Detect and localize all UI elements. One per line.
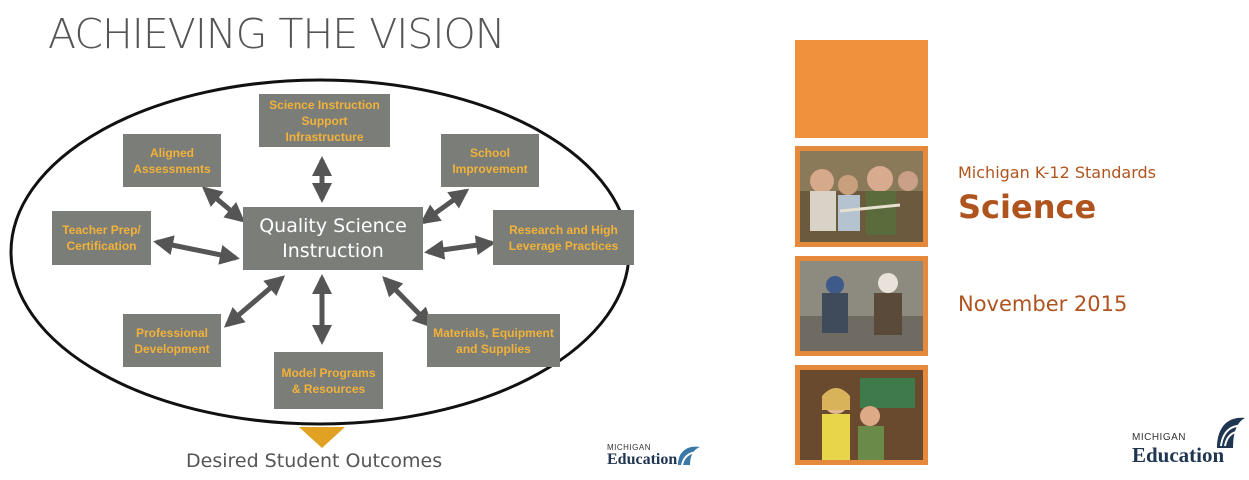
cover-date: November 2015 [958,292,1128,316]
cover-photo-3 [795,365,928,465]
node-assessments: Aligned Assessments [123,134,221,187]
mde-logo-right: MICHIGAN Education [1132,412,1247,468]
node-school-improvement: School Improvement [441,134,539,187]
node-teacher-prep: Teacher Prep/ Certification [52,211,151,265]
cover-subtitle: Michigan K-12 Standards [958,163,1156,182]
arrow-school-improvement [419,188,470,225]
logo-name-text: Education [607,451,678,468]
outcome-arrow [299,427,345,448]
node-model-programs: Model Programs & Resources [274,352,383,409]
cover-title: Science [958,188,1097,226]
students-photo-icon [800,151,923,242]
field-study-photo-icon [800,261,923,351]
classroom-photo-icon [800,370,923,460]
slide-title: ACHIEVING THE VISION [48,10,505,58]
arrow-assessments [201,186,246,223]
arrow-professional-dev [223,275,286,328]
node-research: Research and High Leverage Practices [493,210,634,265]
logo-state-text: MICHIGAN [1132,432,1186,443]
logo-state-text: MICHIGAN [607,443,651,452]
arrow-teacher-prep [153,235,240,265]
logo-name-text: Education [1132,443,1225,467]
arrow-materials [382,276,433,328]
node-infrastructure: Science Instruction Support Infrastructu… [259,94,390,147]
node-professional-dev: Professional Development [123,314,221,367]
center-box: Quality Science Instruction [243,207,423,270]
outcome-label: Desired Student Outcomes [186,450,443,472]
michigan-emblem-icon [678,446,701,466]
cover-photo-1 [795,146,928,247]
michigan-emblem-icon [1217,417,1246,448]
mde-logo-left: MICHIGAN Education [607,443,702,468]
cover-photo-2 [795,256,928,356]
node-materials: Materials, Equipment and Supplies [427,314,560,367]
arrow-research [424,235,496,260]
cover-orange-block [795,40,928,138]
